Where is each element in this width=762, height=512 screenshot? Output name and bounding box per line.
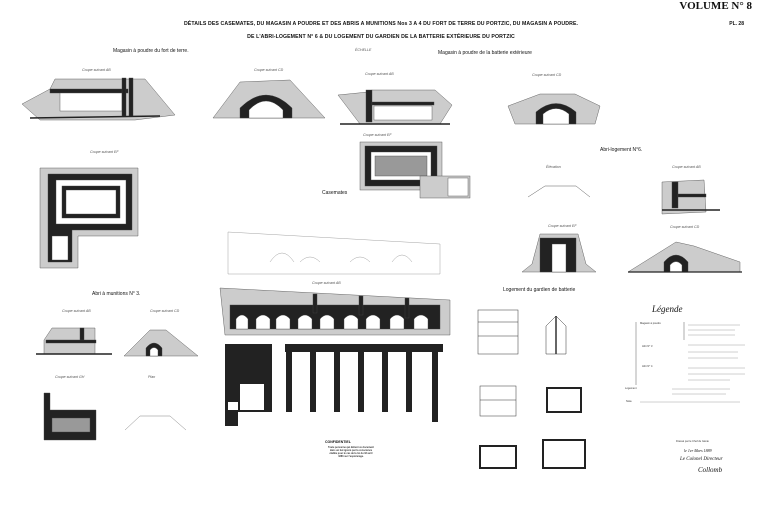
magasin-fort-coupe-cd — [212, 79, 326, 119]
label-magasin-batterie: Magasin à poudre de la batterie extérieu… — [438, 50, 532, 56]
volume-number: VOLUME N° 8 — [679, 0, 752, 12]
signature-name: Collomb — [698, 466, 723, 474]
cut-label: Coupe suivant AB — [82, 68, 111, 72]
casemates-coupe-ab — [219, 287, 451, 336]
legend-title: Légende — [652, 304, 683, 314]
logement-gardien-drawings — [477, 309, 586, 469]
legend-row: Abri N° 3 — [642, 345, 653, 348]
cut-label: Coupe suivant EF — [363, 133, 392, 137]
label-casemates: Casemates — [322, 190, 348, 196]
cut-label: Coupe suivant EF — [548, 224, 577, 228]
label-abri-logement: Abri-logement N°6. — [600, 147, 643, 153]
legend-row: Abri N° 4 — [642, 365, 653, 368]
plate-number: PL. 28 — [729, 21, 744, 27]
legend-row: Magasin à poudre — [640, 322, 661, 325]
signature-place: Dressé par le Chef du Génie — [676, 440, 709, 443]
cut-label: Coupe suivant CD — [254, 68, 284, 72]
cut-label: Coupe suivant AB — [312, 281, 341, 285]
cut-label: Coupe suivant AB — [62, 309, 91, 313]
magasin-batterie-plan-ef — [359, 141, 471, 199]
cut-label: Élévation — [546, 165, 561, 169]
label-abri-munitions: Abri à munitions N° 3. — [92, 291, 141, 297]
label-echelle: ÉCHELLE — [355, 48, 372, 52]
magasin-fort-coupe-ab — [21, 77, 176, 121]
cut-label: Coupe suivant AB — [672, 165, 701, 169]
casemates-plan — [225, 344, 443, 426]
cut-label: Coupe suivant EF — [90, 150, 119, 154]
abri-logement-drawings — [521, 179, 742, 273]
label-logement-gardien: Logement du gardien de batterie — [503, 287, 576, 293]
signature-date: le 1er Mars 1889 — [684, 448, 712, 453]
casemates-elevation — [227, 231, 441, 275]
legend-table — [635, 322, 745, 403]
cut-label: Coupe suivant AB — [365, 72, 394, 76]
confidential-title: CONFIDENTIEL — [325, 440, 351, 444]
magasin-batterie-coupe-cd — [507, 93, 601, 125]
abri-munitions-drawings — [36, 327, 199, 441]
magasin-batterie-coupe-ab — [337, 89, 453, 125]
cut-label: Coupe suivant GH — [55, 375, 85, 379]
plate-title-line1: DÉTAILS DES CASEMATES, DU MAGASIN A POUD… — [183, 21, 579, 27]
plate-title-line2: DE L'ABRI-LOGEMENT N° 6 & DU LOGEMENT DU… — [247, 34, 515, 40]
cut-label: Coupe suivant CD — [150, 309, 180, 313]
legend-note: Nota — [626, 400, 632, 403]
cut-label: Coupe suivant CD — [670, 225, 700, 229]
confidential-text: Toute personne qui détient ce document d… — [328, 446, 374, 458]
signature-role: Le Colonel Directeur — [680, 457, 723, 462]
magasin-fort-plan-ef — [39, 167, 139, 269]
legend-row: Logement — [625, 387, 637, 390]
cut-label: Plan — [148, 375, 156, 379]
cut-label: Coupe suivant CD — [532, 73, 562, 77]
label-magasin-fort: Magasin à poudre du fort de terre. — [113, 48, 189, 54]
